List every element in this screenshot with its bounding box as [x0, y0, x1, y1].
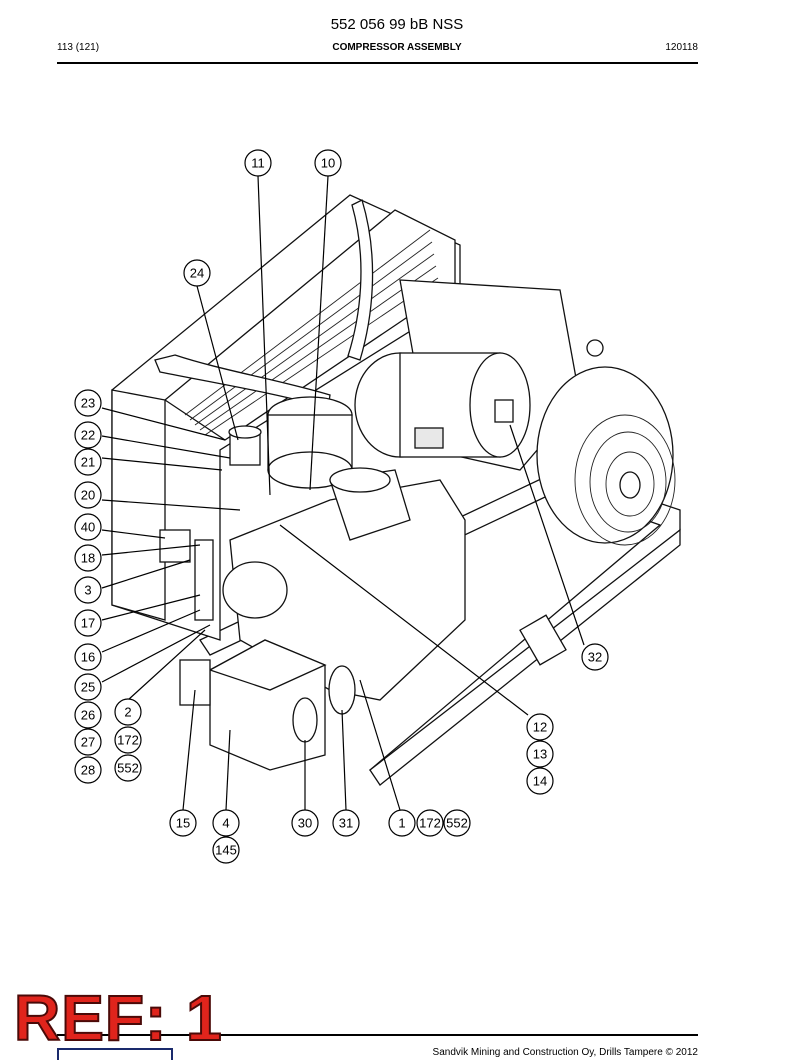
svg-text:30: 30	[298, 816, 312, 831]
svg-text:20: 20	[81, 488, 95, 503]
document-date-code: 120118	[665, 42, 698, 53]
svg-text:31: 31	[339, 816, 353, 831]
air-filter	[354, 352, 531, 458]
svg-text:552: 552	[117, 761, 139, 776]
svg-text:40: 40	[81, 520, 95, 535]
callout-1: 1	[388, 809, 416, 837]
callout-26: 26	[74, 701, 102, 729]
footer-rule	[57, 1034, 698, 1036]
callout-12: 12	[526, 713, 554, 741]
svg-text:172: 172	[419, 816, 441, 831]
svg-text:15: 15	[176, 816, 190, 831]
svg-text:28: 28	[81, 763, 95, 778]
svg-text:22: 22	[81, 428, 95, 443]
svg-text:24: 24	[190, 266, 204, 281]
svg-text:14: 14	[533, 774, 547, 789]
callout-22: 22	[74, 421, 102, 449]
svg-text:32: 32	[588, 650, 602, 665]
svg-text:13: 13	[533, 747, 547, 762]
callout-16: 16	[74, 643, 102, 671]
callout-3: 3	[74, 576, 102, 604]
callout-172-bottom: 172	[416, 809, 444, 837]
callout-30: 30	[291, 809, 319, 837]
ref-stamp: REF: 1	[13, 982, 223, 1054]
callout-24: 24	[183, 259, 211, 287]
callout-11: 11	[244, 149, 272, 177]
page-count: 113 (121)	[57, 42, 100, 53]
callout-552-bottom: 552	[443, 809, 471, 837]
callout-25: 25	[74, 673, 102, 701]
svg-text:1: 1	[398, 816, 405, 831]
callout-145: 145	[212, 836, 240, 864]
svg-text:10: 10	[321, 156, 335, 171]
svg-text:16: 16	[81, 650, 95, 665]
callout-20: 20	[74, 481, 102, 509]
compressor-body	[159, 425, 466, 701]
callout-13: 13	[526, 740, 554, 768]
document-number: 552 056 99 bB NSS	[330, 16, 464, 33]
callout-23: 23	[74, 389, 102, 417]
callout-32: 32	[581, 643, 609, 671]
header-rule	[57, 62, 698, 64]
callout-21: 21	[74, 448, 102, 476]
svg-text:23: 23	[81, 396, 95, 411]
svg-text:172: 172	[117, 733, 139, 748]
control-box	[179, 639, 356, 771]
callout-18: 18	[74, 544, 102, 572]
svg-text:17: 17	[81, 616, 95, 631]
callout-4: 4	[212, 809, 240, 837]
callout-172-left: 172	[114, 726, 142, 754]
callout-14: 14	[526, 767, 554, 795]
svg-text:552: 552	[446, 816, 468, 831]
svg-text:12: 12	[533, 720, 547, 735]
callout-2: 2	[114, 698, 142, 726]
callout-552-left: 552	[114, 754, 142, 782]
callout-28: 28	[74, 756, 102, 784]
callout-17: 17	[74, 609, 102, 637]
callout-10: 10	[314, 149, 342, 177]
svg-text:2: 2	[124, 705, 131, 720]
svg-text:21: 21	[81, 455, 95, 470]
svg-text:26: 26	[81, 708, 95, 723]
section-title: COMPRESSOR ASSEMBLY	[332, 42, 462, 53]
company-logo	[57, 1048, 173, 1060]
svg-text:11: 11	[251, 156, 265, 171]
svg-text:3: 3	[84, 583, 91, 598]
callout-31: 31	[332, 809, 360, 837]
svg-text:18: 18	[81, 551, 95, 566]
callout-27: 27	[74, 728, 102, 756]
svg-text:4: 4	[222, 816, 229, 831]
svg-text:145: 145	[215, 843, 237, 858]
callout-40: 40	[74, 513, 102, 541]
svg-text:25: 25	[81, 680, 95, 695]
hose	[154, 199, 374, 409]
leader-lines	[101, 175, 585, 811]
callout-15: 15	[169, 809, 197, 837]
svg-text:27: 27	[81, 735, 95, 750]
